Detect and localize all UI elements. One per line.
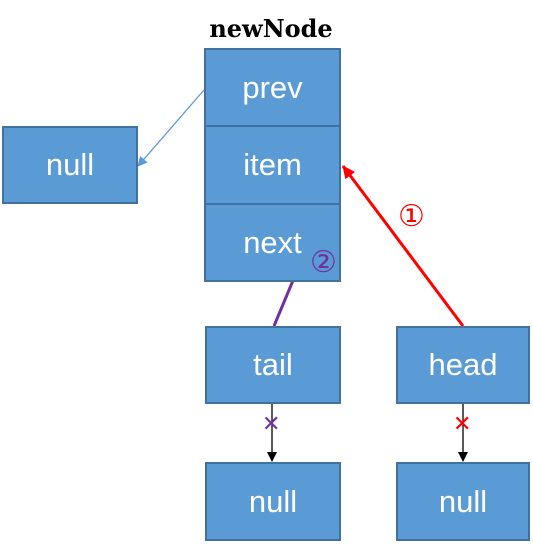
tail-box: tail	[205, 326, 341, 404]
tail-null-box: null	[205, 462, 341, 541]
next-field: next	[204, 203, 341, 282]
tail-cross-mark: ✕	[262, 412, 281, 437]
step1-arrow	[341, 165, 465, 327]
prev-field: prev	[204, 48, 341, 127]
item-field: item	[204, 125, 341, 205]
head-cross-mark: ✕	[453, 412, 472, 437]
step2-label: ②	[310, 245, 337, 280]
head-box: head	[396, 326, 530, 404]
prev-null-box: null	[2, 126, 138, 204]
node-title: newNode	[209, 14, 333, 43]
step1-label: ①	[398, 199, 425, 234]
prev-arrow	[137, 89, 205, 167]
head-null-box: null	[396, 462, 530, 541]
